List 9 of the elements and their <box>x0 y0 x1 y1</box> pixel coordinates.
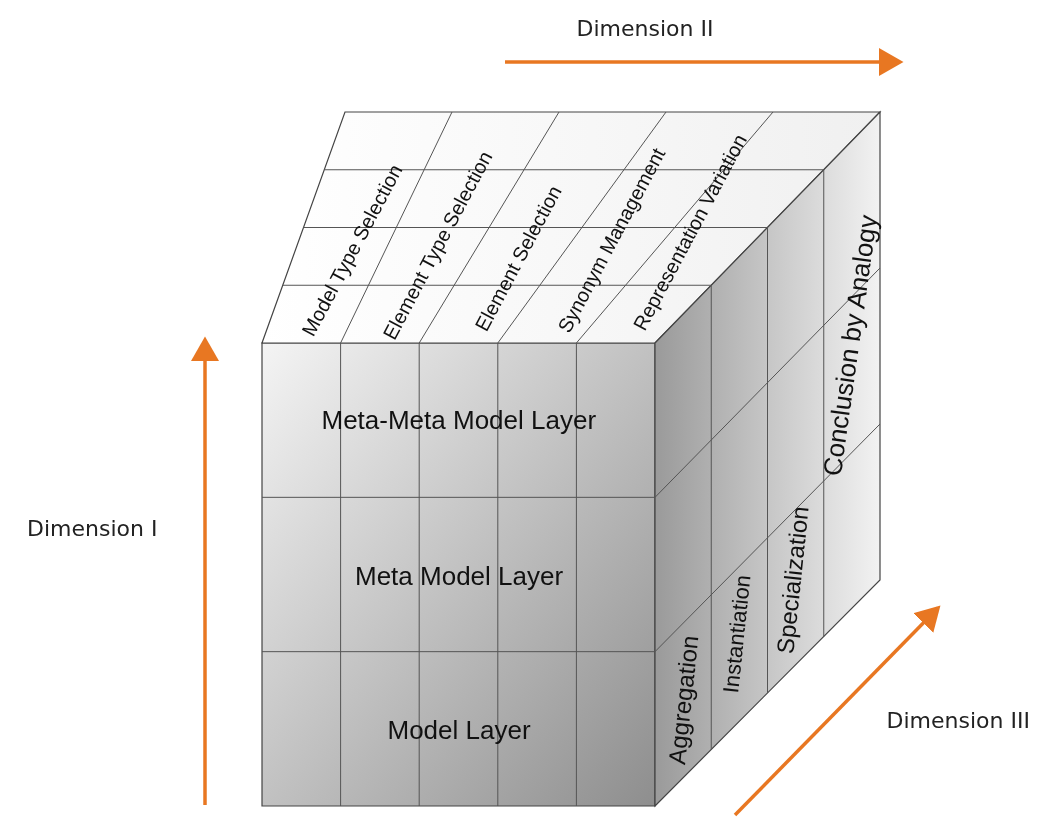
axis-label: Dimension II <box>576 15 714 41</box>
axis-label: Dimension I <box>27 515 158 541</box>
face-label: Instantiation <box>717 573 756 695</box>
layer-label: Model Layer <box>387 714 531 746</box>
layer-label: Meta Model Layer <box>355 560 564 592</box>
face-label: Conclusion by Analogy <box>816 212 884 478</box>
axis-label: Dimension III <box>886 707 1030 733</box>
face-label: Specialization <box>771 504 815 656</box>
face-label: Aggregation <box>662 634 704 766</box>
